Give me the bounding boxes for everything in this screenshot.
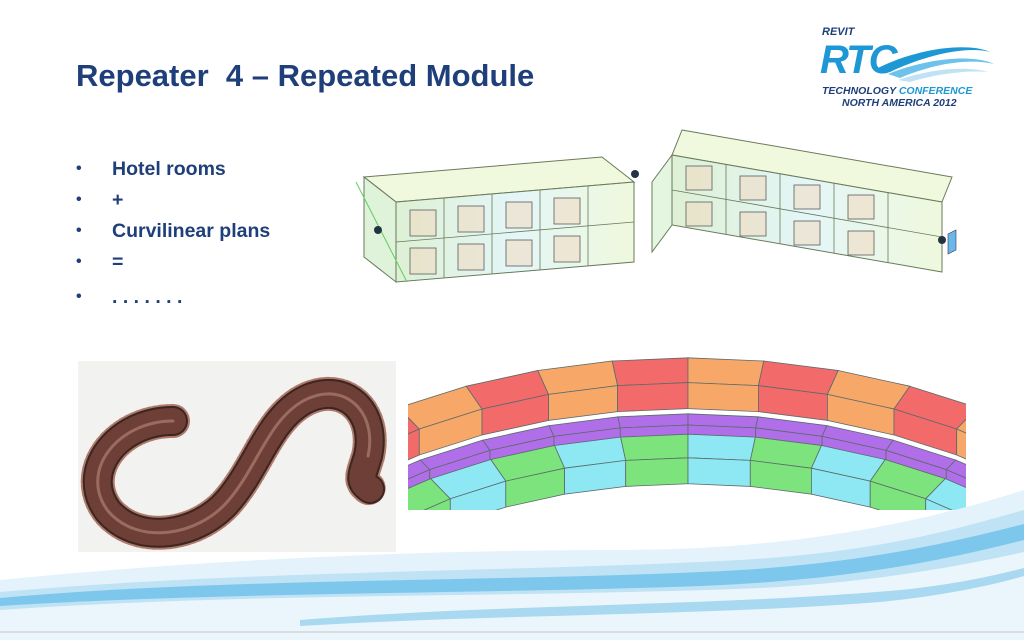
bullet-text: + (112, 189, 124, 211)
outer-module-cell-face (956, 428, 966, 460)
logo-line1: TECHNOLOGY CONFERENCE (822, 85, 972, 97)
bottom-rule (0, 631, 1024, 633)
curved-modules-diagram-icon (408, 357, 966, 510)
logo-conference-text: CONFERENCE (898, 85, 973, 97)
slide-title: Repeater 4 – Repeated Module (76, 58, 535, 93)
bullet-item: •+ (74, 187, 270, 218)
bullet-text: Hotel rooms (112, 158, 226, 180)
millipede-icon (78, 361, 396, 552)
bullet-text: . . . . . . . (112, 286, 183, 308)
inner-module-cell (687, 433, 756, 461)
logo-revit-text: REVIT (822, 26, 855, 38)
logo-north-america-text: NORTH AMERICA 2012 (842, 97, 957, 109)
bullet-dot-icon: • (76, 222, 82, 239)
bullet-list: •Hotel rooms •+ •Curvilinear plans •= •.… (74, 156, 270, 315)
corridor-cell (945, 459, 966, 479)
millipede-photo (78, 361, 396, 552)
room-modules-diagram-icon (355, 129, 957, 284)
conference-logo: REVIT RTC TECHNOLOGY CONFERENCE NORTH AM… (818, 24, 998, 114)
inner-module-cell-face (925, 498, 953, 510)
outer-module-cell-face (617, 382, 689, 413)
inner-module-cell-face (869, 480, 927, 510)
bullet-dot-icon: • (76, 191, 82, 208)
inner-module-cell (620, 433, 689, 461)
decorative-waves (0, 480, 1024, 640)
repeated-room-modules-figure (352, 122, 962, 287)
bullet-dot-icon: • (76, 160, 82, 177)
bullet-item: • . . . . . . . (74, 284, 270, 315)
logo-technology-text: TECHNOLOGY (822, 85, 899, 97)
bullet-item: • Hotel rooms (74, 156, 270, 187)
bullet-item: • Curvilinear plans (74, 218, 270, 249)
wave-decoration-icon (0, 490, 1024, 640)
bullet-text: Curvilinear plans (112, 220, 271, 242)
inner-module-cell-face (423, 498, 451, 510)
bullet-item: •= (74, 249, 270, 280)
bullet-dot-icon: • (76, 253, 82, 270)
outer-module-cell-face (687, 382, 759, 413)
inner-module-cell (925, 478, 966, 510)
bullet-dot-icon: • (76, 288, 82, 305)
outer-module-cell (611, 357, 689, 387)
outer-module-cell (687, 357, 765, 387)
bullet-text: = (112, 251, 124, 273)
curved-modules-figure (408, 300, 966, 510)
logo-swoosh-icon (878, 47, 994, 82)
logo-rtc-text: RTC (820, 38, 897, 82)
curved-modules-cells (408, 357, 966, 510)
